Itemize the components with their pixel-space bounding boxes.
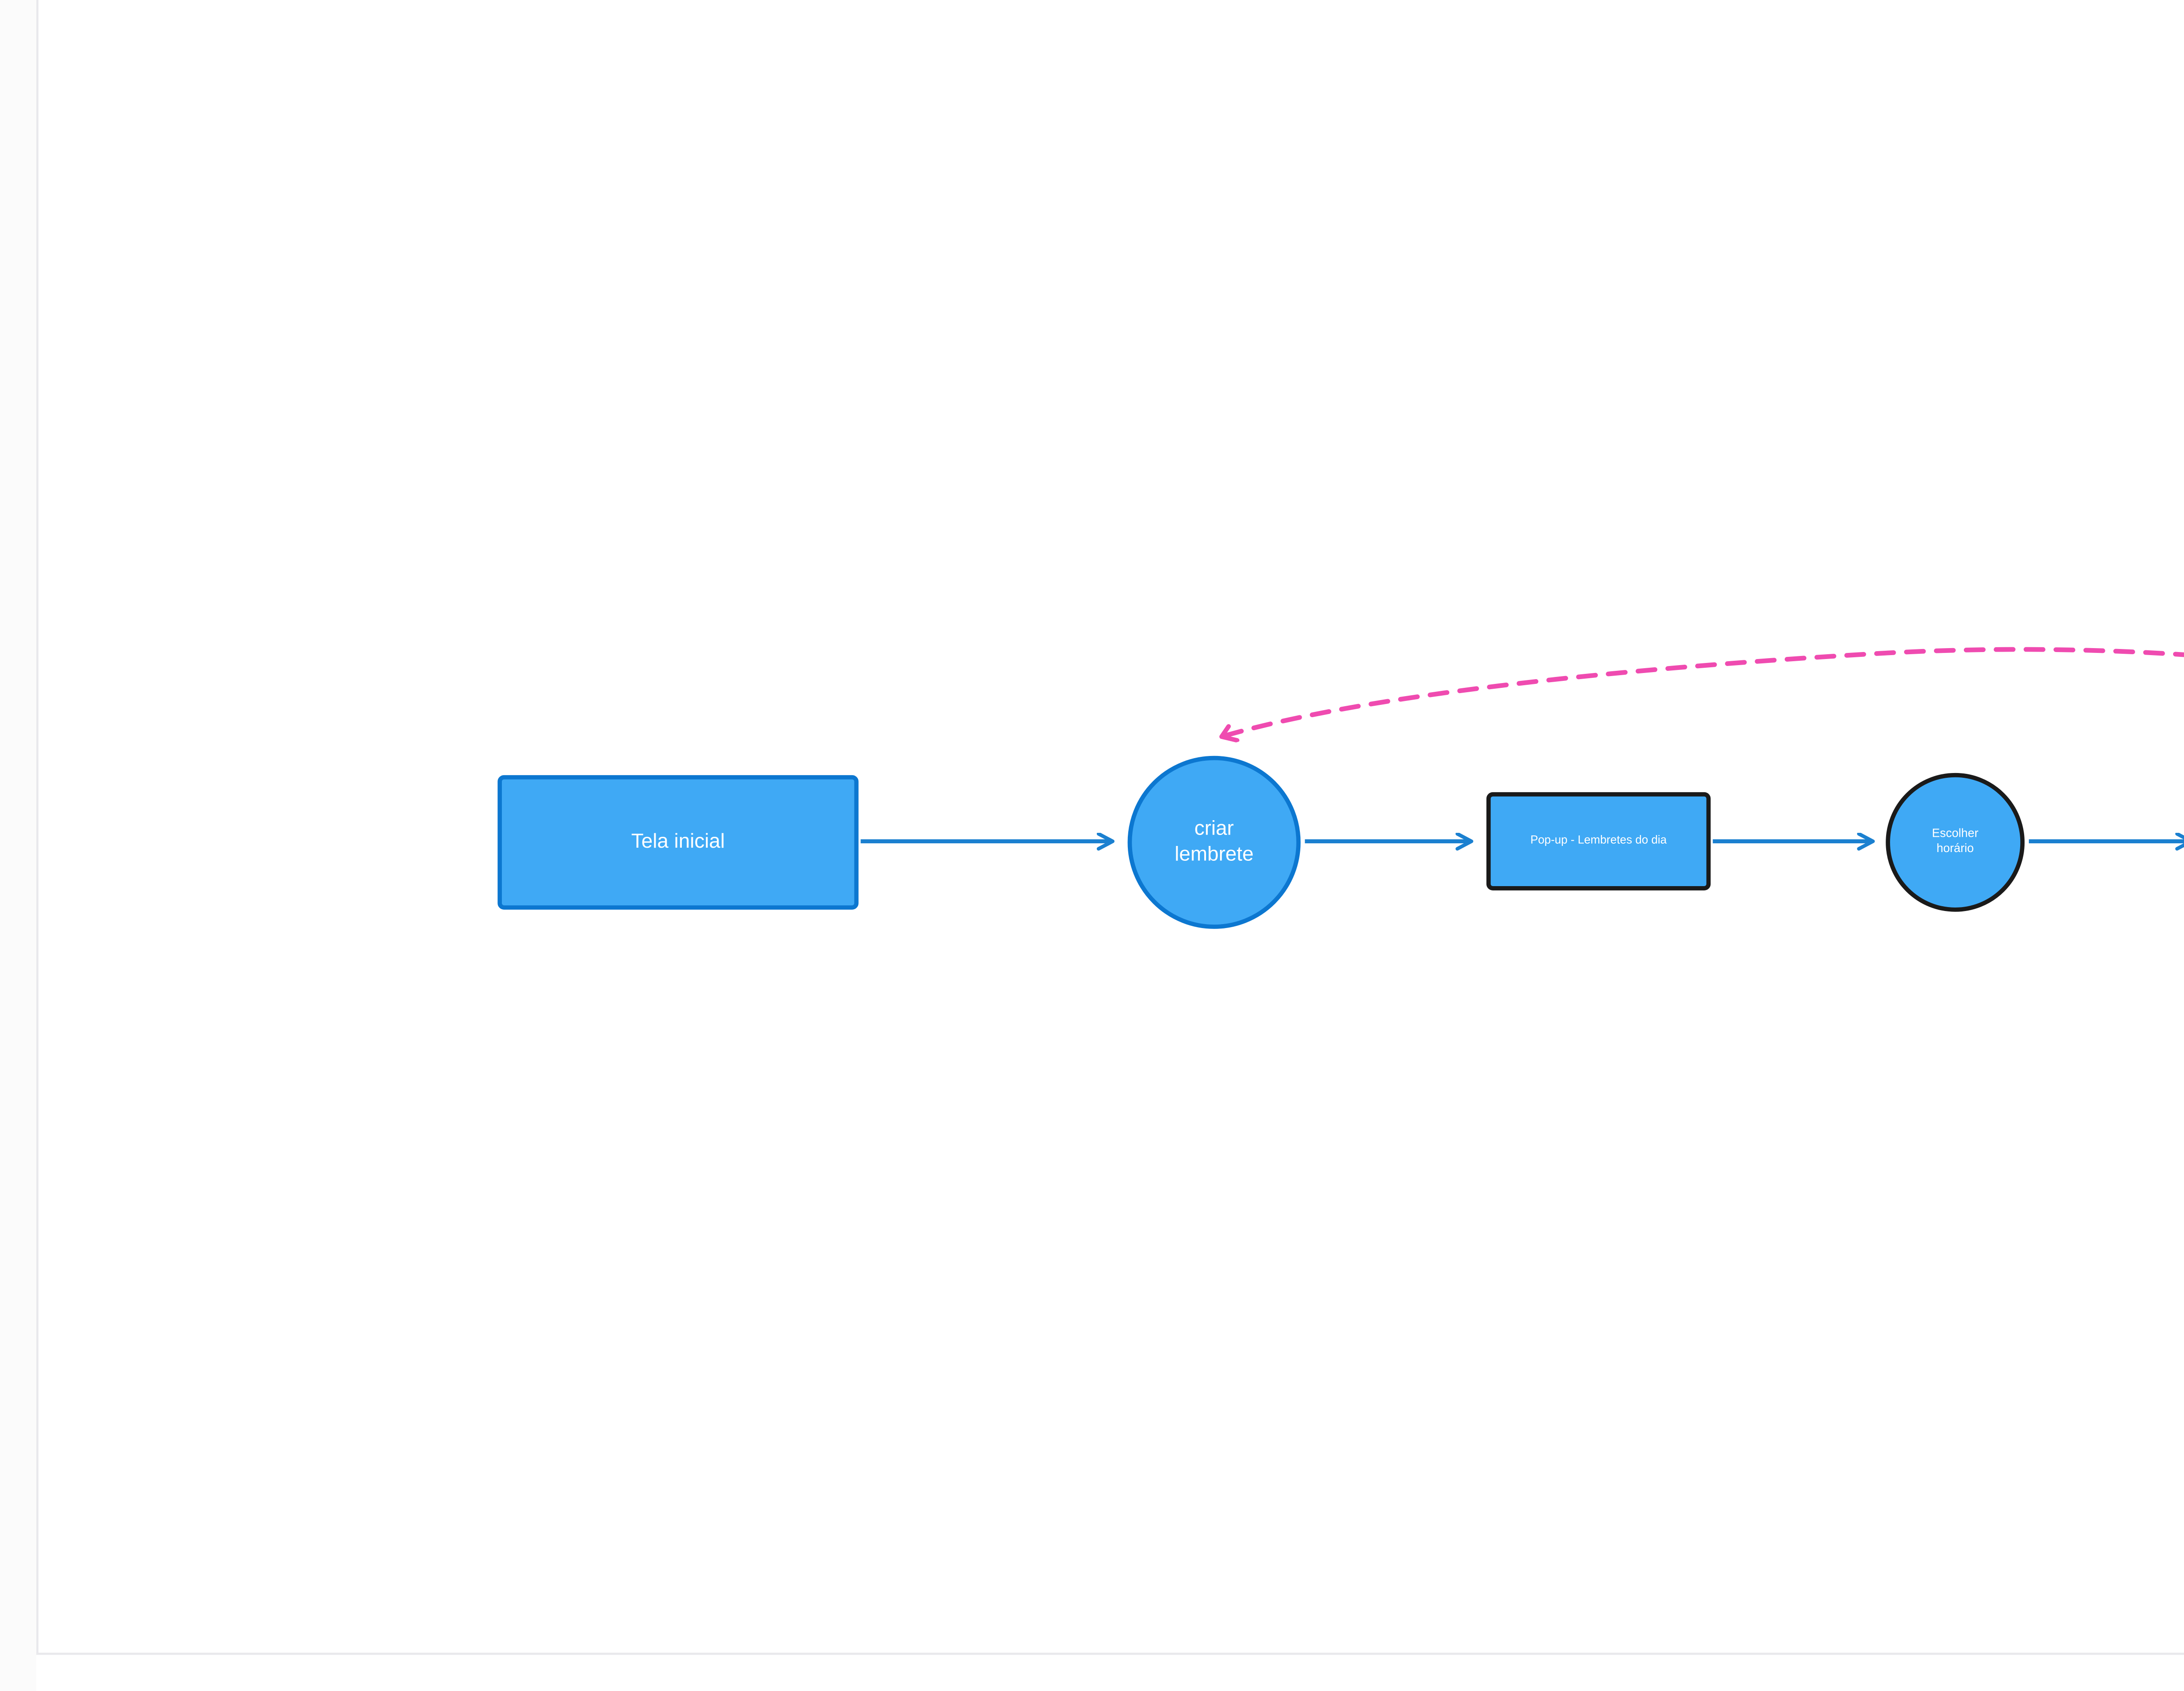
edge-salvar-to-criar-lembrete-feedback	[1219, 647, 2184, 760]
canvas-left-gutter	[0, 0, 37, 1691]
node-tela-inicial[interactable]: Tela inicial	[498, 775, 859, 910]
canvas-frame	[36, 0, 2184, 1655]
node-escolher-horario[interactable]: Escolher horário	[1886, 773, 2025, 912]
